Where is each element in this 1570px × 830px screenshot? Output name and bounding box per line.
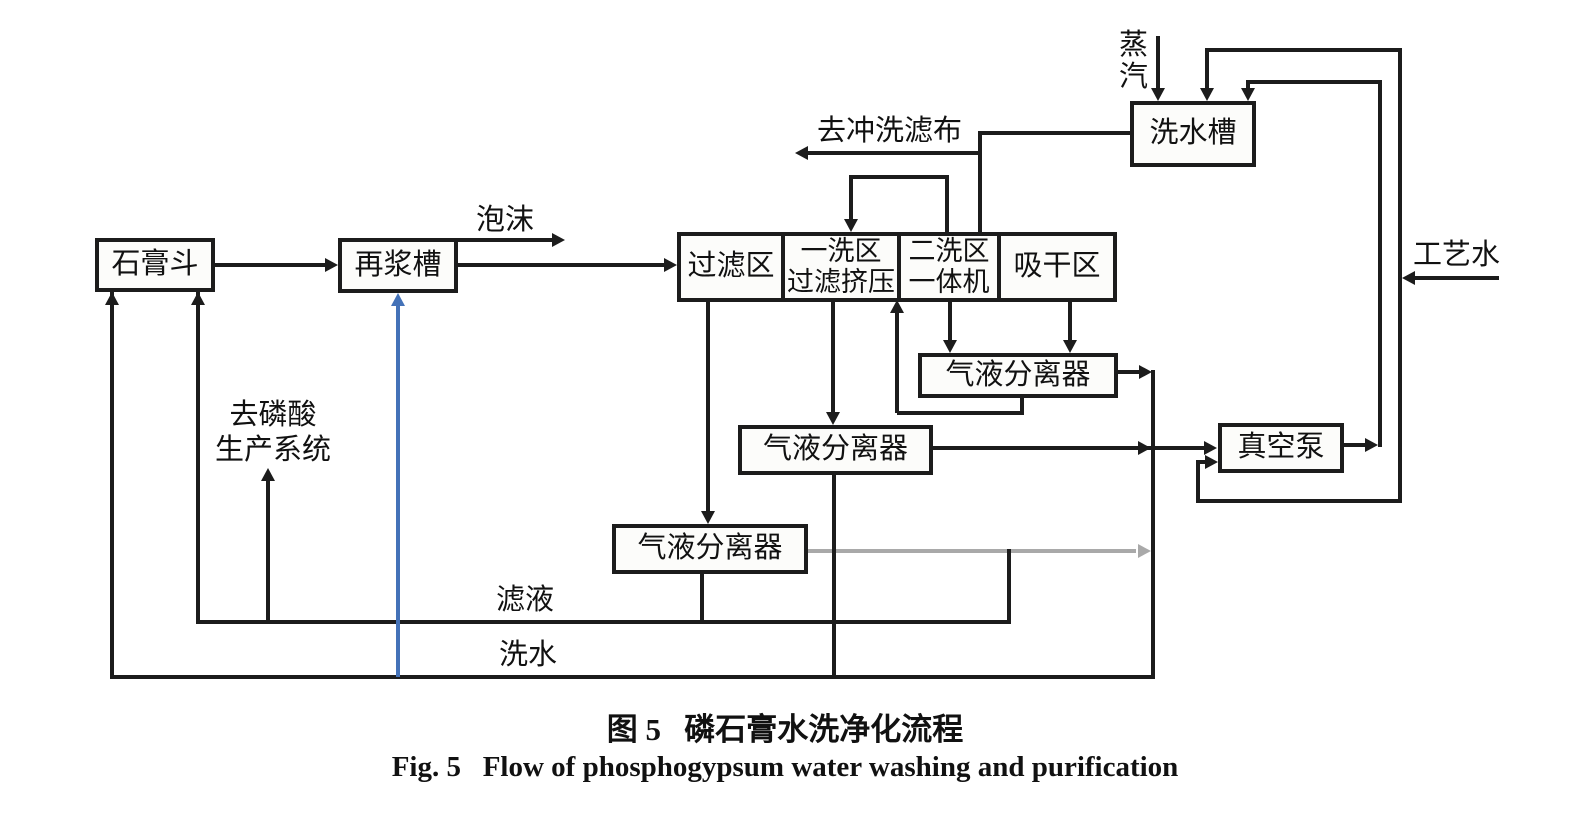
arrow-into-vacuum-pump: [1204, 441, 1217, 455]
zone-drying: 吸干区: [997, 236, 1113, 298]
line-filter-zone-down: [706, 302, 710, 512]
line-wash-water-main: [110, 675, 1155, 679]
line-hopper-to-tank: [215, 263, 325, 267]
line-drying-zone-down: [1068, 302, 1072, 341]
line-into-tank-right: [1246, 80, 1250, 89]
arrow-into-separator-bottom: [701, 511, 715, 524]
label-foam: 泡沫: [476, 204, 535, 236]
label-to-phosphoric-acid-system: 去磷酸 生产系统: [214, 399, 331, 466]
arrow-foam: [552, 233, 565, 247]
line-pump-out: [1344, 443, 1367, 447]
arrow-wash2-into-separator-top: [943, 340, 957, 353]
arrow-into-reslurry-tank: [325, 258, 338, 272]
arrow-return-into-machine: [890, 300, 904, 313]
line-filtrate-right-up: [1007, 549, 1011, 624]
arrow-process-water-into-tank: [1200, 88, 1214, 101]
node-filter-machine: 过滤区 一洗区 过滤挤压 二洗区 一体机 吸干区: [677, 232, 1117, 302]
line-cloth-rinse: [808, 151, 980, 155]
line-collector-down: [1151, 370, 1155, 679]
label-wash-water: 洗水: [499, 639, 558, 671]
node-reslurry-tank: 再浆槽: [338, 238, 458, 293]
line-separator-top-out: [1118, 370, 1140, 374]
line-wash2-zone-down: [948, 302, 952, 341]
line-pump-return-top: [1246, 80, 1382, 84]
line-process-water-down: [1398, 48, 1402, 503]
line-tank-to-wash-zone: [978, 131, 1130, 135]
line-separator-top-return-up: [895, 307, 899, 413]
line-loop-from-wash2: [945, 175, 949, 236]
arrow-steam-into-tank: [1151, 88, 1165, 101]
arrow-wash-water-into-hopper: [105, 292, 119, 305]
line-bottom-loop-up: [1196, 460, 1200, 503]
line-separator-bottom-down: [700, 572, 704, 624]
line-filtrate-to-acid-system: [266, 478, 270, 622]
line-tank-to-machine: [457, 263, 664, 267]
arrow-separator-top-to-collector: [1139, 365, 1152, 379]
line-separator-middle-down: [832, 473, 836, 679]
filter-machine-zones: 过滤区 一洗区 过滤挤压 二洗区 一体机 吸干区: [681, 236, 1113, 298]
arrow-separator-middle-junction: [1138, 441, 1151, 455]
line-separator-middle-to-pump: [931, 446, 1206, 450]
line-wash-water-to-hopper: [110, 292, 114, 677]
line-process-water-bottom: [1196, 499, 1402, 503]
arrow-gray-to-collector: [1138, 544, 1151, 558]
line-process-water-top: [1205, 48, 1402, 52]
arrow-into-pump-lower: [1205, 455, 1218, 469]
zone-second-wash: 二洗区 一体机: [897, 236, 997, 298]
line-filtrate-to-hopper: [196, 292, 200, 622]
line-separator-bottom-out-gray: [808, 549, 1136, 553]
line-separator-top-bottom-out: [1020, 396, 1024, 415]
node-separator-middle: 气液分离器: [738, 425, 933, 475]
arrow-to-acid-system: [261, 468, 275, 481]
arrow-blue-into-reslurry-tank: [391, 293, 405, 306]
figure-caption-zh: 图 5 磷石膏水洗净化流程: [606, 712, 964, 747]
line-tank-feed-down: [978, 131, 982, 236]
arrow-to-cloth-rinse: [795, 146, 808, 160]
line-pump-out-up: [1378, 80, 1382, 447]
arrow-pump-return-into-tank: [1241, 88, 1255, 101]
line-process-water-in: [1415, 276, 1499, 280]
label-steam: 蒸汽: [1119, 29, 1149, 93]
line-into-tank-left: [1205, 48, 1209, 89]
arrow-drying-into-separator-top: [1063, 340, 1077, 353]
line-steam-in: [1156, 36, 1160, 89]
label-to-filter-cloth-rinse: 去冲洗滤布: [817, 115, 963, 147]
arrow-into-separator-middle: [826, 412, 840, 425]
line-separator-top-return: [897, 411, 1022, 415]
node-separator-top: 气液分离器: [918, 353, 1118, 398]
label-process-water: 工艺水: [1413, 239, 1501, 271]
arrow-filtrate-into-hopper: [191, 292, 205, 305]
arrow-into-filter-zone: [664, 258, 677, 272]
node-vacuum-pump: 真空泵: [1218, 423, 1344, 473]
label-filtrate: 滤液: [496, 584, 555, 616]
line-pump-in-lower: [1196, 460, 1207, 464]
line-loop-into-wash1: [849, 175, 853, 220]
arrow-loop-into-wash1: [844, 219, 858, 232]
line-wash1-zone-down: [831, 302, 835, 413]
line-wash-water-to-tank-blue: [396, 300, 400, 677]
zone-first-wash: 一洗区 过滤挤压: [781, 236, 897, 298]
node-wash-water-tank: 洗水槽: [1130, 101, 1256, 167]
zone-filter: 过滤区: [687, 250, 775, 283]
arrow-process-water-in: [1402, 271, 1415, 285]
node-gypsum-hopper: 石膏斗: [95, 238, 215, 292]
line-filtrate-main: [196, 620, 1011, 624]
line-wash2-to-wash1-loop: [849, 175, 949, 179]
figure-caption-en: Fig. 5 Flow of phosphogypsum water washi…: [391, 751, 1179, 783]
line-foam-out: [457, 238, 552, 242]
node-separator-bottom: 气液分离器: [612, 524, 808, 574]
arrow-pump-out: [1365, 438, 1378, 452]
